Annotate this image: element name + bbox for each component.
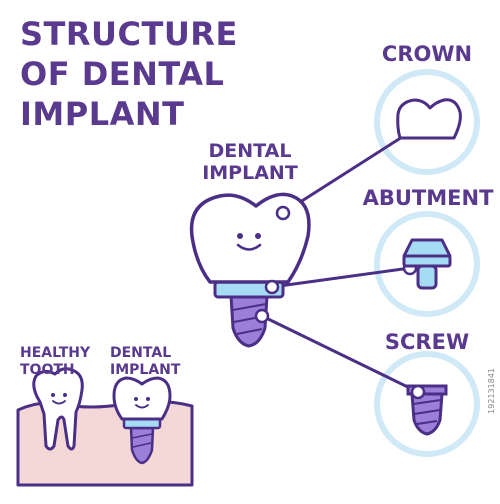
dental-implant-label-line-2: IMPLANT	[202, 162, 298, 184]
screw-connector	[261, 314, 419, 394]
main-crown-left-eye	[237, 233, 243, 239]
screw-dot	[254, 308, 270, 324]
small-implant-smile	[135, 404, 149, 409]
healthy-tooth-label-line-2: TOOTH	[20, 362, 75, 378]
crown-part-icon	[396, 98, 462, 140]
healthy-tooth	[32, 367, 84, 451]
main-crown	[189, 192, 311, 284]
main-crown-right-eye	[255, 233, 261, 239]
screw-label: SCREW	[384, 330, 470, 354]
crown-connector	[282, 130, 411, 215]
crown-dot	[275, 205, 291, 221]
healthy-tooth-right-eye	[63, 393, 67, 397]
title-line-3: IMPLANT	[20, 95, 185, 133]
abutment-dot	[264, 279, 280, 295]
stock-id: 192131841	[487, 368, 496, 414]
screw-end-dot	[410, 384, 426, 400]
small-implant-crown	[112, 376, 172, 421]
healthy-tooth-smile	[52, 400, 66, 405]
small-implant-label-line-2: IMPLANT	[110, 362, 181, 378]
healthy-tooth-label-line-1: HEALTHY	[20, 345, 91, 361]
small-implant-right-eye	[146, 397, 150, 401]
abutment-label: ABUTMENT	[362, 186, 494, 210]
abutment-part-icon	[402, 238, 452, 290]
healthy-tooth-label: HEALTHY TOOTH	[20, 345, 100, 379]
small-implant-label: DENTAL IMPLANT	[110, 345, 190, 379]
main-crown-smile	[236, 243, 262, 251]
title-line-2: OF DENTAL	[20, 55, 225, 93]
page-title: STRUCTURE OF DENTAL IMPLANT	[20, 14, 238, 134]
dental-implant-label: DENTAL IMPLANT	[190, 140, 310, 184]
small-implant-left-eye	[134, 397, 138, 401]
screw-part-icon	[406, 384, 448, 436]
abutment-connector	[271, 266, 411, 289]
healthy-tooth-left-eye	[51, 393, 55, 397]
small-implant-label-line-1: DENTAL	[110, 345, 172, 361]
title-line-1: STRUCTURE	[20, 15, 238, 53]
dental-implant-label-line-1: DENTAL	[208, 140, 292, 162]
crown-label: CROWN	[381, 42, 473, 66]
